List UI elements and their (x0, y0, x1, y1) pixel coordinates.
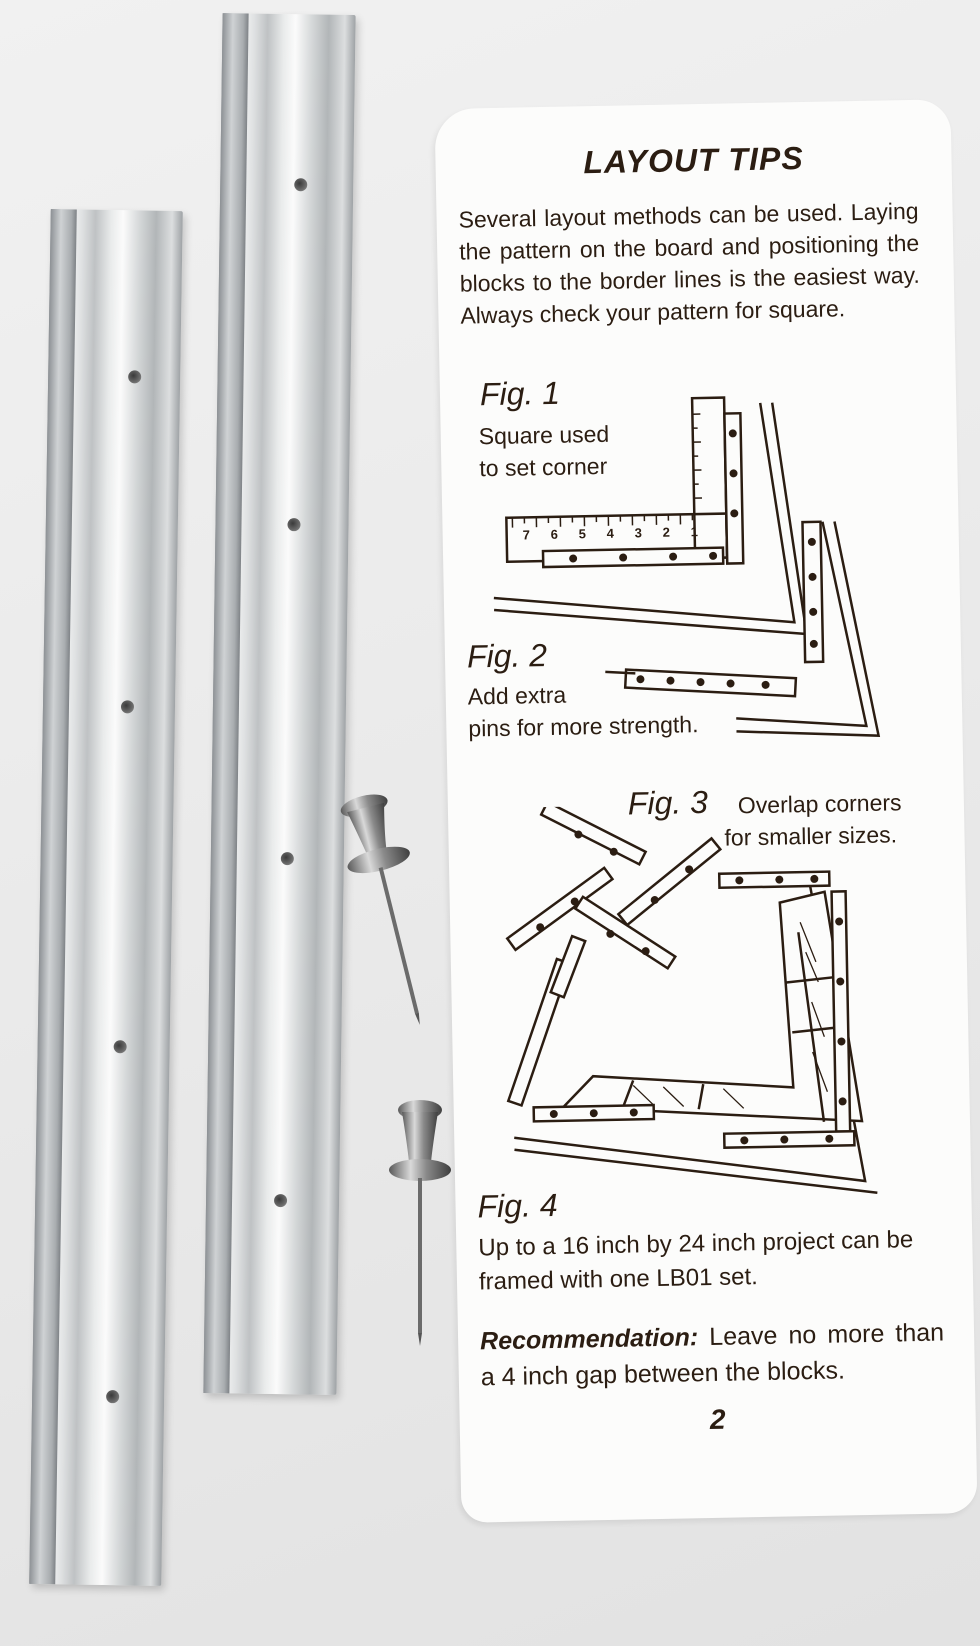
fig1-fig2-illustration: 7 6 5 4 3 2 1 (493, 396, 881, 737)
rail-hole (106, 1390, 120, 1404)
recommendation: Recommendation: Leave no more than a 4 i… (480, 1315, 945, 1396)
ruler-number: 4 (607, 526, 615, 541)
ruler-number: 5 (579, 526, 587, 541)
ruler-number: 2 (662, 525, 670, 540)
rail-hole (120, 700, 135, 714)
fig3-fig4-illustration (505, 800, 878, 1195)
push-pin-icon (389, 1100, 451, 1346)
fig4-label: Fig. 4 (477, 1186, 558, 1225)
aluminum-rail-left (29, 209, 183, 1586)
intro-paragraph: Several layout methods can be used. Layi… (458, 197, 920, 329)
ruler-number: 3 (635, 525, 643, 540)
rail-hole (294, 178, 308, 192)
instruction-card: LAYOUT TIPS Several layout methods can b… (434, 99, 978, 1523)
fig2-caption-line2: pins for more strength. (468, 711, 699, 742)
rail-hole (128, 370, 142, 384)
ruler-number: 7 (523, 527, 531, 542)
ruler-number: 1 (690, 524, 698, 539)
fig4-caption-line1: Up to a 16 inch by 24 inch project can b… (478, 1226, 914, 1262)
page-number: 2 (709, 1403, 726, 1436)
rail-hole (280, 852, 294, 866)
fig2-label: Fig. 2 (466, 637, 548, 675)
rail-hole (113, 1040, 127, 1054)
rail-hole (273, 1193, 288, 1208)
fig4-caption-line2: framed with one LB01 set. (478, 1263, 759, 1296)
recommendation-label: Recommendation: (479, 1323, 699, 1356)
aluminum-rail-right (203, 13, 356, 1395)
rail-hole (287, 518, 301, 532)
fig2-caption-line1: Add extra (467, 681, 567, 710)
card-title: LAYOUT TIPS (583, 140, 804, 181)
push-pin-icon (340, 794, 420, 1025)
ruler-number: 6 (551, 527, 559, 542)
